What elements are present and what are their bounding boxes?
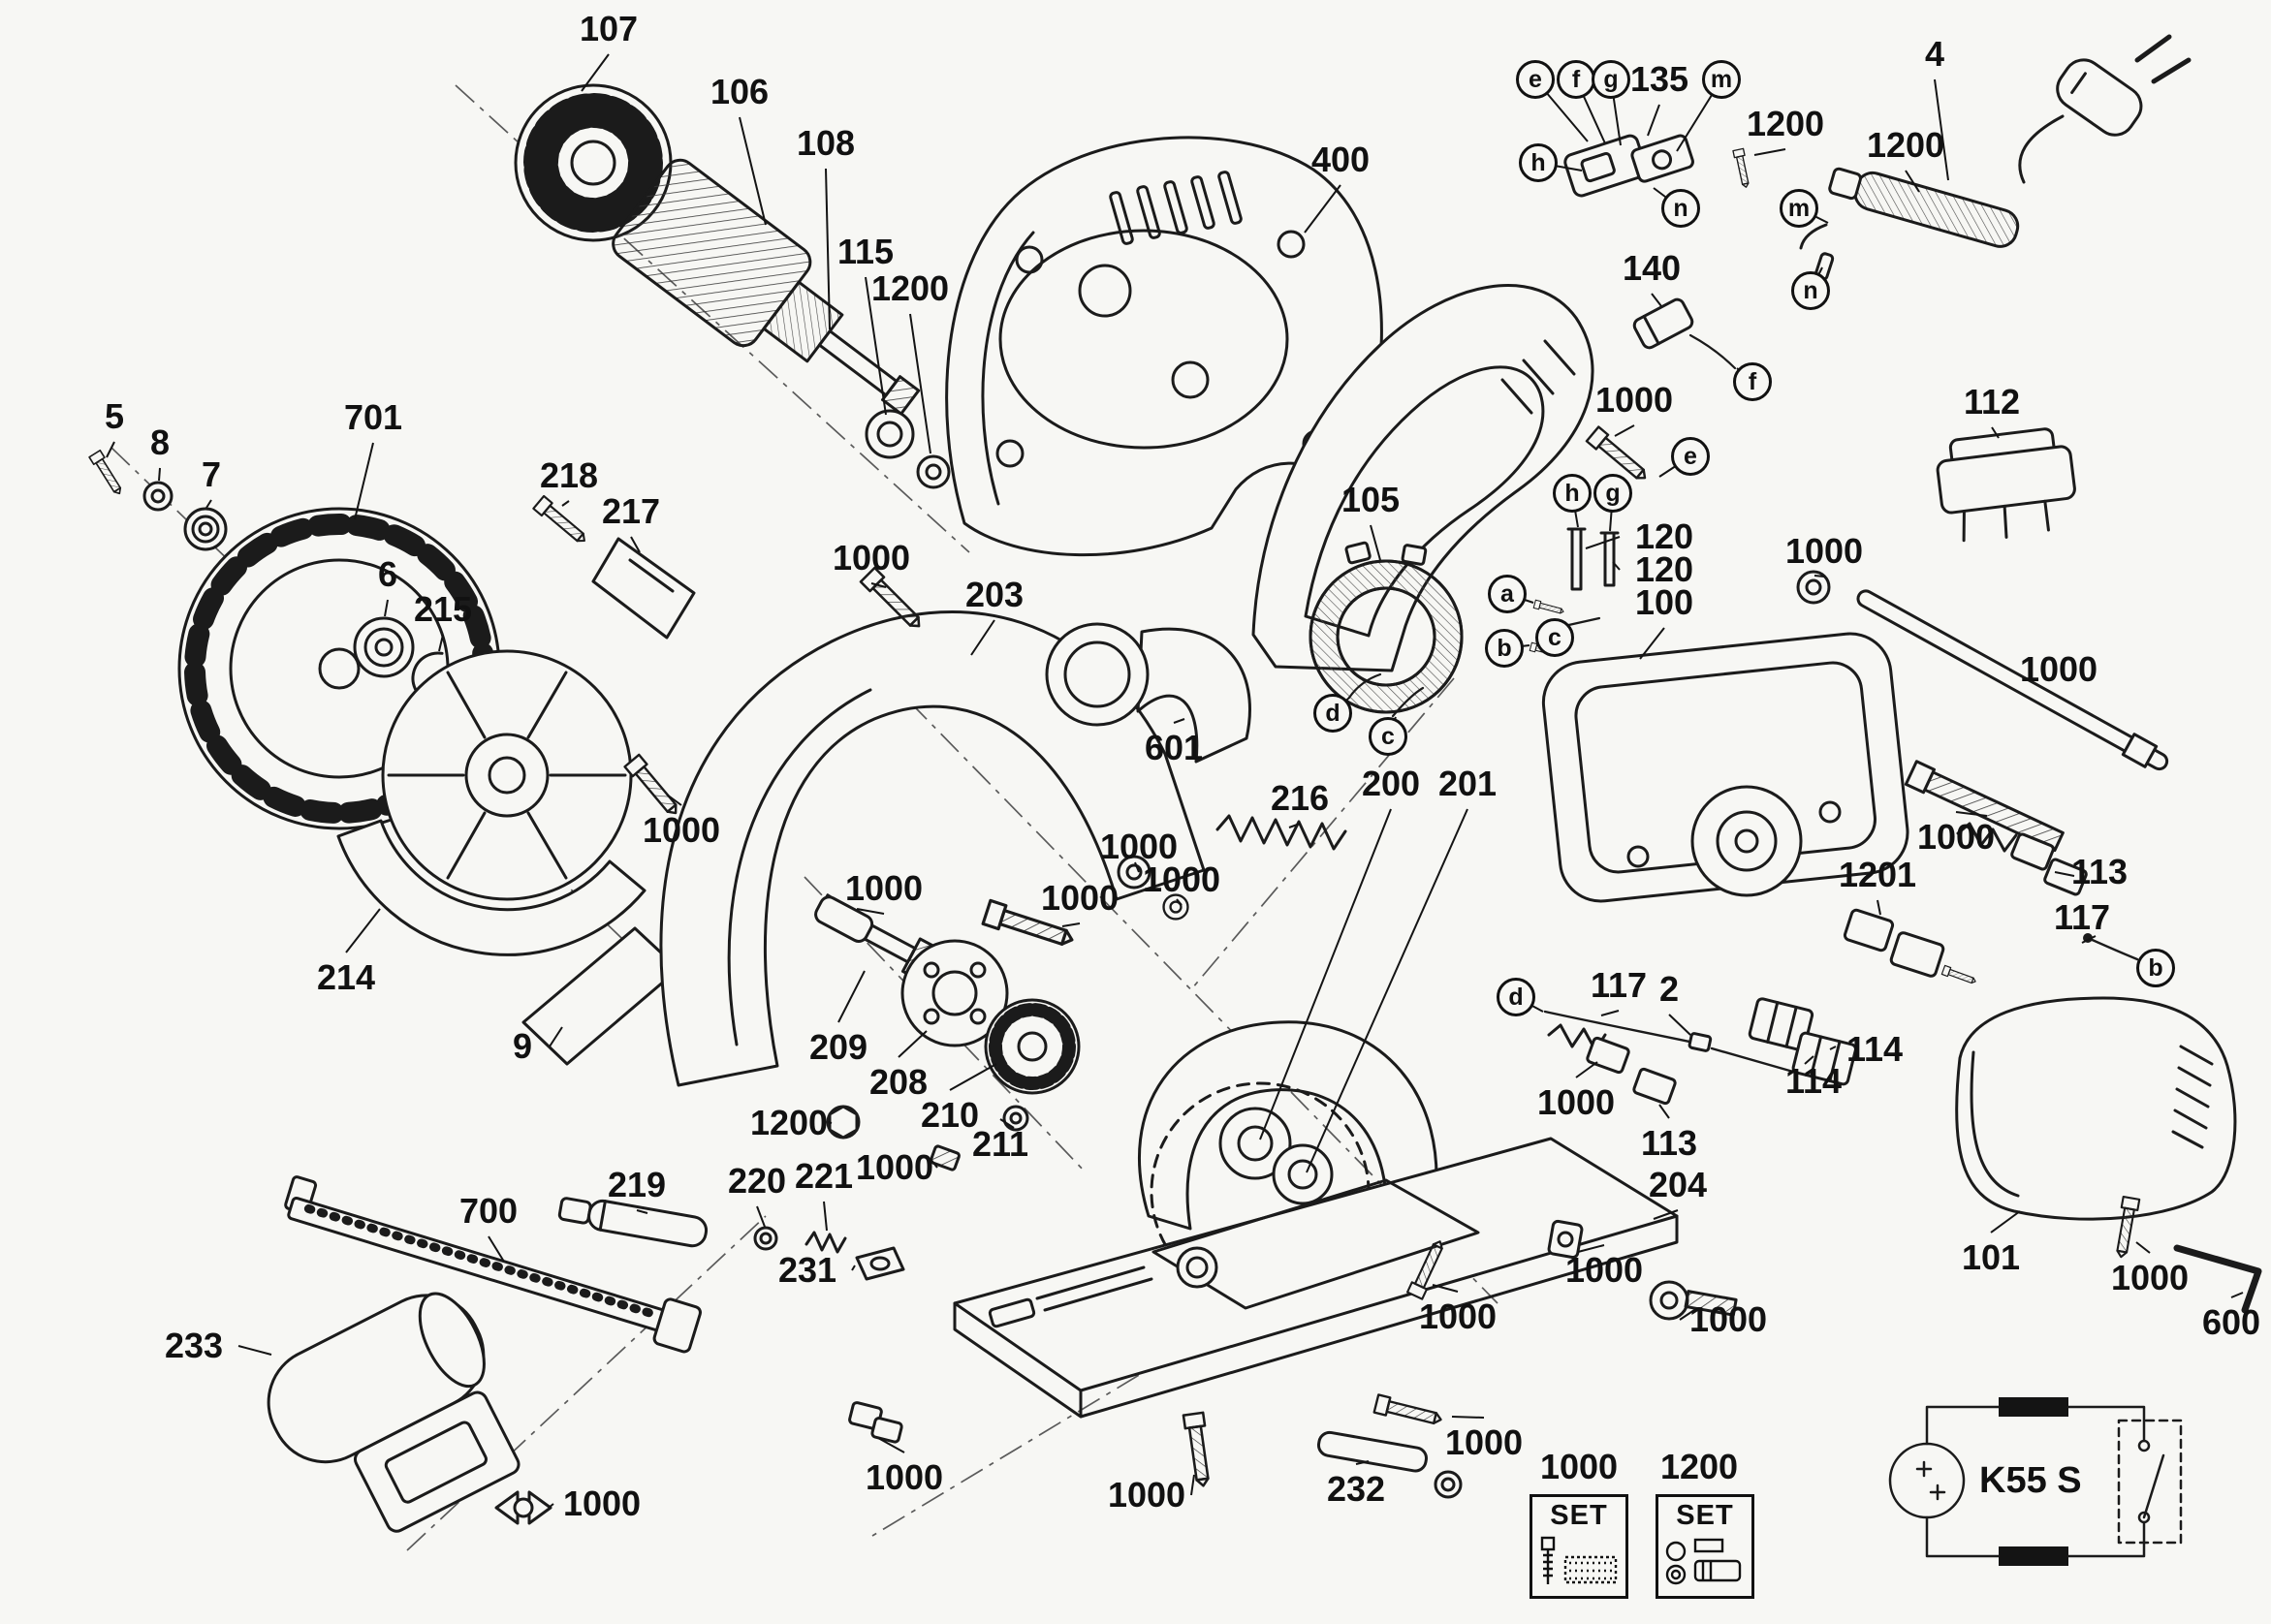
base-plate: [953, 1137, 1679, 1419]
wire-117-2: [1543, 1010, 1795, 1074]
washer-7: [183, 507, 228, 551]
screw-long: [981, 898, 1078, 953]
carbon-brushes-right: [1956, 822, 2088, 896]
circuit-model-label: K55 S: [1979, 1460, 2082, 1501]
threaded-rod: [1904, 760, 2065, 853]
screw-guard-pivot: [623, 753, 684, 821]
washer-mid-2: [1162, 893, 1189, 921]
parts-drawing: K55 S: [88, 34, 2262, 1566]
lower-guard: [336, 819, 647, 956]
screw-b: [1529, 641, 1561, 659]
set-box-2: SET: [1656, 1494, 1754, 1599]
key-clip: [930, 1144, 961, 1171]
switch-assembly: [1563, 134, 1752, 198]
dust-elbow: [1045, 622, 1251, 764]
pin-232: [1316, 1430, 1428, 1473]
clip-231: [855, 1246, 905, 1281]
power-cord: [1799, 34, 2192, 281]
set-box-1: SET: [1530, 1494, 1628, 1599]
knob-screw: [1649, 1280, 1738, 1321]
screw-set-icon: [1540, 1536, 1618, 1584]
pins-120: [1566, 527, 1620, 591]
washer-1000-right: [1796, 570, 1831, 605]
bracket-217: [591, 537, 696, 640]
set-box-1-label: SET: [1550, 1500, 1608, 1531]
upper-guard: [659, 609, 1206, 1087]
set-box-2-label: SET: [1676, 1500, 1734, 1531]
washer-220: [753, 1226, 778, 1251]
washer-211: [1002, 1105, 1029, 1132]
wire-117-right: [2086, 936, 2139, 961]
screw-218: [532, 494, 591, 548]
motor-cover: [1955, 996, 2237, 1221]
brush-cover-plate: [1936, 427, 2076, 543]
guard-mount-plate: [381, 649, 633, 901]
clamp-plate: [1547, 1219, 1584, 1260]
screw-a: [1532, 599, 1565, 616]
depth-lever: [557, 1197, 709, 1248]
washer-232: [1434, 1470, 1463, 1499]
bearing-flange: [900, 939, 1009, 1047]
cord-clamp: [1632, 297, 1737, 370]
pivot-yoke: [1138, 1020, 1438, 1302]
blade-bolt: [1176, 1246, 1218, 1289]
brush-holder-1201: [1843, 908, 1978, 987]
hex-key-600: [2173, 1244, 2262, 1314]
wing-nut: [494, 1490, 552, 1525]
spring-221: [804, 1231, 847, 1254]
rip-fence: [284, 1175, 702, 1354]
cable-clamp: [848, 1401, 903, 1444]
blade-flange: [353, 616, 415, 678]
gear-housing: [1541, 632, 1909, 903]
washer-8: [142, 481, 173, 512]
screw-base-rear: [1372, 1393, 1444, 1430]
washer-mid-1: [1117, 855, 1151, 890]
carbon-brushes-left: [1547, 1023, 1677, 1106]
gear-210: [984, 998, 1081, 1095]
terminal-blocks: [1748, 997, 1857, 1086]
hex-nut: [826, 1105, 861, 1140]
spring-216: [1215, 814, 1347, 851]
stator: [1309, 541, 1464, 718]
dust-channel: [267, 1292, 520, 1533]
rod: [1856, 589, 2169, 771]
armature-assembly: [514, 83, 951, 489]
screw-1000-top: [1585, 425, 1653, 486]
screw-base-vertical: [1182, 1411, 1214, 1489]
circuit-diagram: K55 S: [1888, 1397, 2183, 1566]
ring-set-icon: [1665, 1538, 1742, 1585]
